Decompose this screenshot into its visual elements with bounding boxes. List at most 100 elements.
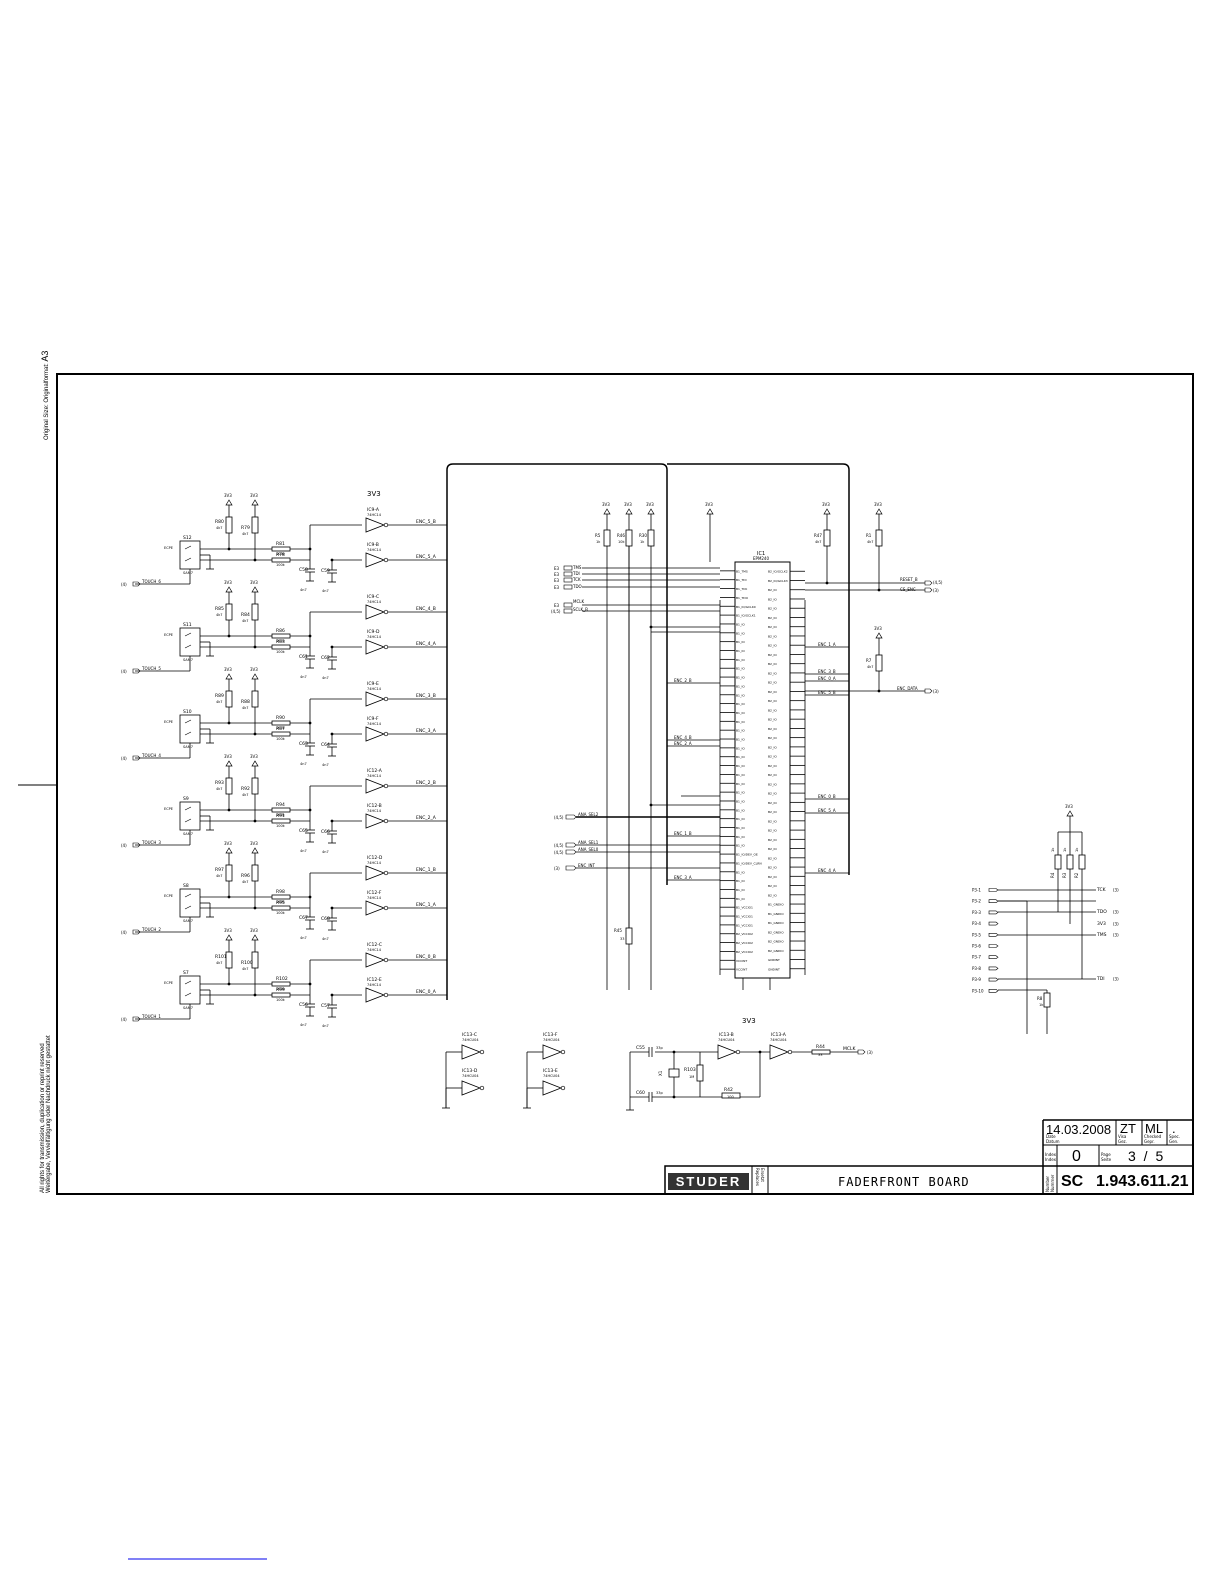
ref-label: (4) xyxy=(121,843,127,848)
value-label: 4n7 xyxy=(322,937,329,941)
inverter-gate-icon xyxy=(461,1044,482,1060)
schmitt-buffer-icon xyxy=(365,517,386,533)
cpld-pin-name: B2_IO xyxy=(768,671,777,675)
pullup-resistor xyxy=(251,777,259,795)
value-label: 100k xyxy=(276,650,286,654)
ref-label: X1 xyxy=(658,1070,663,1076)
schmitt-buffer-icon xyxy=(365,778,386,794)
ref-label: R94 xyxy=(276,802,285,808)
jtag-pin-label: P3-2 xyxy=(972,899,981,904)
cpld-pin-name: B1_IO/DEV_CLRN xyxy=(736,861,762,865)
schmitt-buffer-icon xyxy=(365,900,386,916)
power-arrow-icon xyxy=(225,499,233,506)
cpld-pin-name: B2_IO xyxy=(768,597,777,601)
encoder-switch-body xyxy=(179,714,201,744)
switch-type: SAM7 xyxy=(183,919,193,923)
pullup-resistor xyxy=(1066,854,1074,870)
gate-ref: IC12-D xyxy=(367,855,383,861)
ref-label: R95 xyxy=(276,900,285,906)
switch-part: ECPE xyxy=(164,720,173,724)
cpld-pin-name: B2_IO xyxy=(768,718,777,722)
cpld-pin-name: B2_IO xyxy=(768,773,777,777)
series-resistor xyxy=(271,731,291,737)
switch-part: ECPE xyxy=(164,633,173,637)
spare-gates: IC13-C74HCU04IC13-D74HCU04IC13-F74HCU04I… xyxy=(442,1032,566,1109)
jtag-pin-label: P3-6 xyxy=(972,944,981,949)
switch-ref: S11 xyxy=(183,622,192,628)
value-label: 100k xyxy=(276,998,286,1002)
ref-label: R92 xyxy=(241,786,250,792)
date-caption: Date xyxy=(1046,1134,1056,1139)
pullup-resistor xyxy=(603,529,611,547)
power-arrow-icon xyxy=(823,508,831,515)
net-label: ANA_SEL1 xyxy=(578,840,599,845)
power-arrow-icon xyxy=(251,847,259,854)
ref-label: R97 xyxy=(215,867,224,873)
cpld-pin-name: B1_TMS xyxy=(736,569,748,573)
net-label: ENC_3_A xyxy=(416,728,437,734)
offpage-connector-icon xyxy=(924,580,933,586)
title-drawn: ZT xyxy=(1120,1121,1136,1136)
value-label: 4k7 xyxy=(242,619,248,623)
ref-label: C62 xyxy=(321,655,330,661)
net-label: ENC_5_A xyxy=(818,808,836,813)
ref-label: (3) xyxy=(1113,888,1119,893)
switch-part: ECPE xyxy=(164,981,173,985)
cpld-pin-name: B1_IO xyxy=(736,738,745,742)
net-label: ENC_2_B xyxy=(416,780,436,786)
cpld-pin-name: B2_IO xyxy=(768,884,777,888)
gate-ref: IC9-E xyxy=(367,681,379,687)
cpld-pin-name: B1_IO xyxy=(736,897,745,901)
cpld-pin-name: B2_IO xyxy=(768,829,777,833)
rail-label: 3V3 xyxy=(742,1017,756,1025)
jtag-pin-label: P3-8 xyxy=(972,966,981,971)
offpage-connector-icon xyxy=(132,755,141,761)
ref-label: R84 xyxy=(241,612,250,618)
value-label: 4n7 xyxy=(322,763,329,767)
value-label: 4n7 xyxy=(300,936,307,940)
connector-pin-icon xyxy=(988,977,999,982)
ref-label: E3 xyxy=(554,566,560,571)
studer-logo: STUDER xyxy=(668,1173,749,1190)
net-label: ENC_2_A xyxy=(416,815,437,821)
ref-label: (4) xyxy=(121,1017,127,1022)
value-label: 4n7 xyxy=(322,850,329,854)
junction-dot xyxy=(672,1095,676,1099)
value-label: 4k7 xyxy=(242,532,248,536)
power-arrow-icon xyxy=(647,508,655,515)
replaces-caption: Replaces xyxy=(755,1168,760,1186)
jtag-signal: TMS xyxy=(1096,932,1107,938)
cpld-pin-name: B2_IO xyxy=(768,847,777,851)
cpld-pin-name: B2_IO xyxy=(768,866,777,870)
junction-dot xyxy=(227,634,231,638)
cpld-pin-name: B1_IO xyxy=(736,764,745,768)
cpld-pin-name: B2_IO xyxy=(768,782,777,786)
switch-ref: S7 xyxy=(183,970,189,976)
offpage-connector-icon xyxy=(563,571,573,577)
power-arrow-icon xyxy=(251,760,259,767)
inverter-bubble-icon xyxy=(787,1049,793,1055)
approved-caption: Spec. xyxy=(1169,1134,1180,1139)
value-label: 33p xyxy=(656,1046,663,1050)
value-label: 100k xyxy=(276,563,286,567)
value-label: 4k7 xyxy=(216,613,222,617)
pullup-resistor xyxy=(823,529,831,547)
net-label: ENC_4_B xyxy=(416,606,436,612)
jtag-pin-label: P3-5 xyxy=(972,932,981,937)
ref-label: C63 xyxy=(299,741,308,747)
switch-part: ECPE xyxy=(164,894,173,898)
switch-ref: S8 xyxy=(183,883,189,889)
pullup-resistor xyxy=(625,529,633,547)
resistor-r42 xyxy=(721,1092,741,1099)
gate-ref: IC12-A xyxy=(367,768,383,774)
cpld-pin-name: B1_GNDIO xyxy=(768,903,784,907)
series-resistor xyxy=(271,633,291,639)
ref-label: R1 xyxy=(866,533,872,538)
jtag-signal: 3V3 xyxy=(1097,921,1106,927)
connector-pin-icon xyxy=(988,966,999,971)
ref-label: R86 xyxy=(276,628,285,634)
value-label: 4k7 xyxy=(216,700,222,704)
